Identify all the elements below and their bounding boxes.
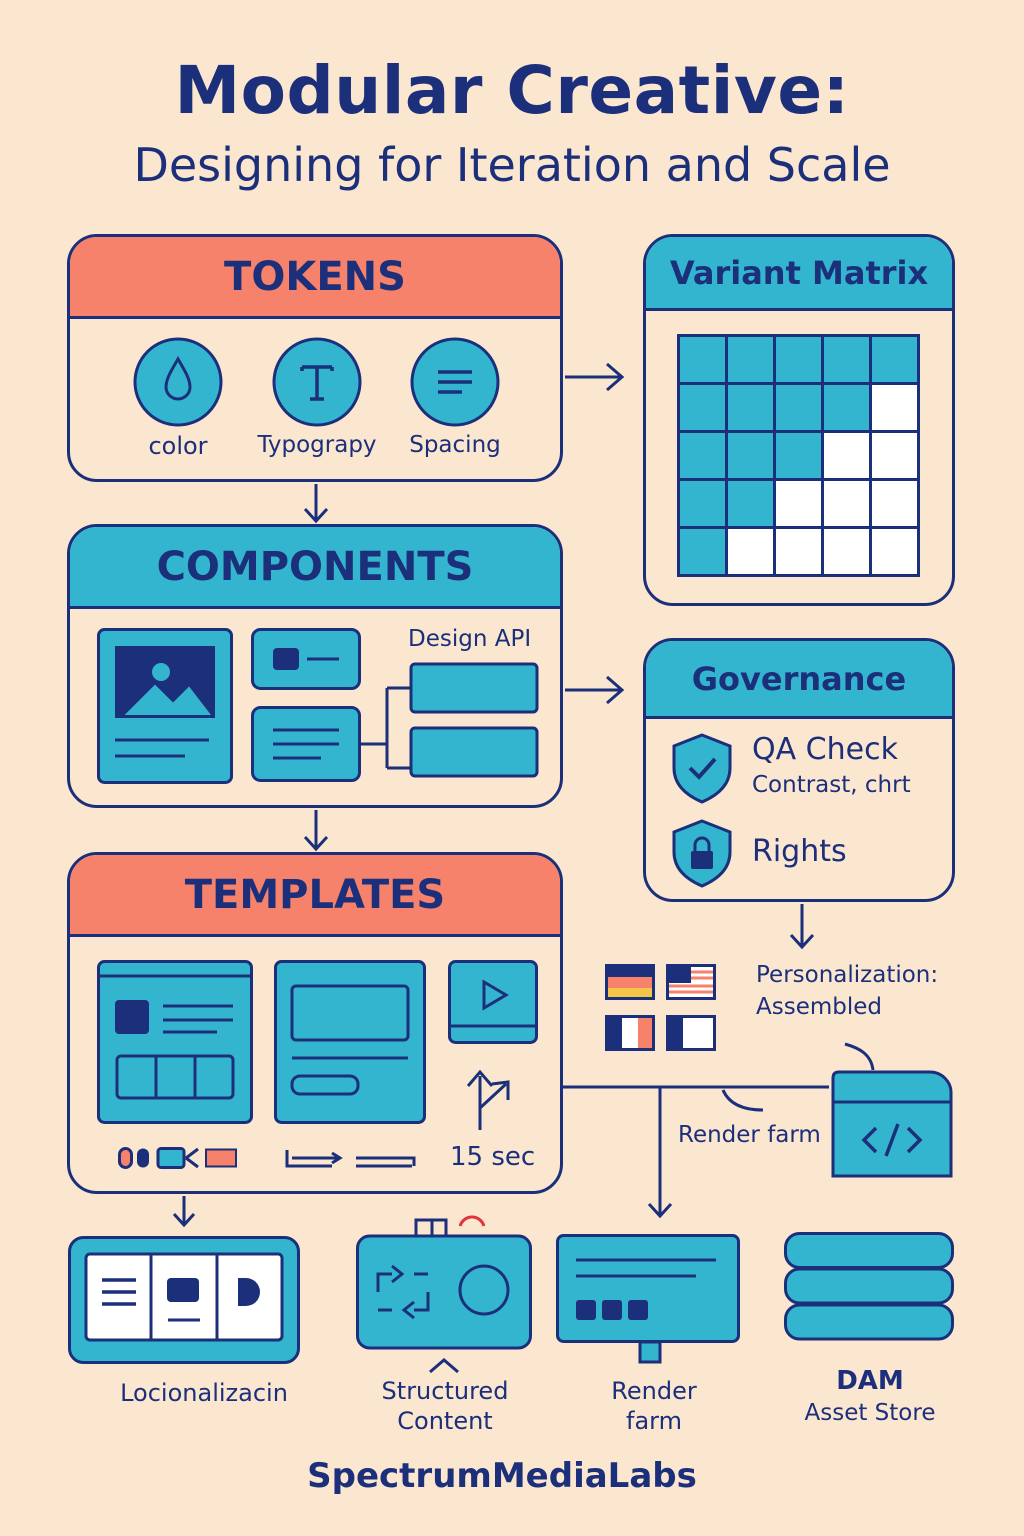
template-layout-icon [97,960,253,1124]
arrow-components-to-templates [303,810,329,852]
structured-content-line1: Structured [381,1377,509,1405]
format-chips-icon [118,1147,237,1169]
qa-check-subtitle: Contrast, chrt [752,772,911,798]
governance-heading: Governance [646,641,952,719]
dam-subtitle: Asset Store [804,1400,936,1426]
lock-shield-icon [672,819,732,888]
arrow-tokens-to-matrix [565,362,625,392]
rights-label: Rights [752,834,847,869]
render-farm-monitor-icon [556,1234,740,1364]
variant-matrix-grid [677,334,920,577]
personalization-line1: Personalization: [756,962,939,988]
type-icon [272,337,362,427]
design-api-label: Design API [408,626,532,652]
image-card-icon [97,628,233,784]
components-heading: COMPONENTS [70,527,560,609]
variant-matrix-heading: Variant Matrix [646,237,952,311]
timeline-icon [285,1150,416,1168]
dam-database-icon [784,1232,954,1341]
droplet-icon [133,337,223,427]
video-play-icon [448,960,538,1044]
structured-content-line2: Content [397,1407,493,1435]
arrow-governance-to-personalization [789,904,815,950]
token-label-typography: Typograpy [257,432,377,458]
arrow-components-to-governance [565,675,625,705]
token-label-spacing: Spacing [409,432,501,458]
page-title: Modular Creative: [174,52,850,129]
branch-arrow-icon [466,1069,510,1130]
structured-content-icon [356,1215,532,1374]
personalization-line2: Assembled [756,994,882,1020]
shield-check-icon [672,733,732,804]
qa-check-title: QA Check [752,732,898,767]
template-card-icon [274,960,426,1124]
localization-icon [68,1236,300,1364]
flag-france-icon [605,1015,655,1051]
text-block-icon [251,706,361,782]
arrow-templates-to-localization [172,1196,196,1228]
arrow-tokens-to-components [303,484,329,524]
design-api-connector [361,662,539,778]
token-label-color: color [148,432,208,460]
templates-to-render-connector [563,1042,875,1219]
render-farm-side-label: Render farm [678,1122,821,1148]
render-farm-line2: farm [626,1407,682,1435]
dam-title: DAM [836,1366,904,1396]
render-farm-line1: Render [611,1377,697,1405]
flag-germany-icon [605,964,655,1000]
spacing-icon [410,337,500,427]
template-duration-label: 15 sec [450,1142,536,1172]
footer-brand: SpectrumMediaLabs [307,1456,697,1496]
flag-usa-icon [666,964,716,1000]
page-subtitle: Designing for Iteration and Scale [133,138,891,192]
flag-ireland-icon [666,1015,716,1051]
tokens-heading: TOKENS [70,237,560,319]
templates-heading: TEMPLATES [70,855,560,937]
localization-label: Locionalizacin [120,1379,288,1407]
toggle-chip-icon [251,628,361,690]
code-folder-icon [831,1070,953,1178]
